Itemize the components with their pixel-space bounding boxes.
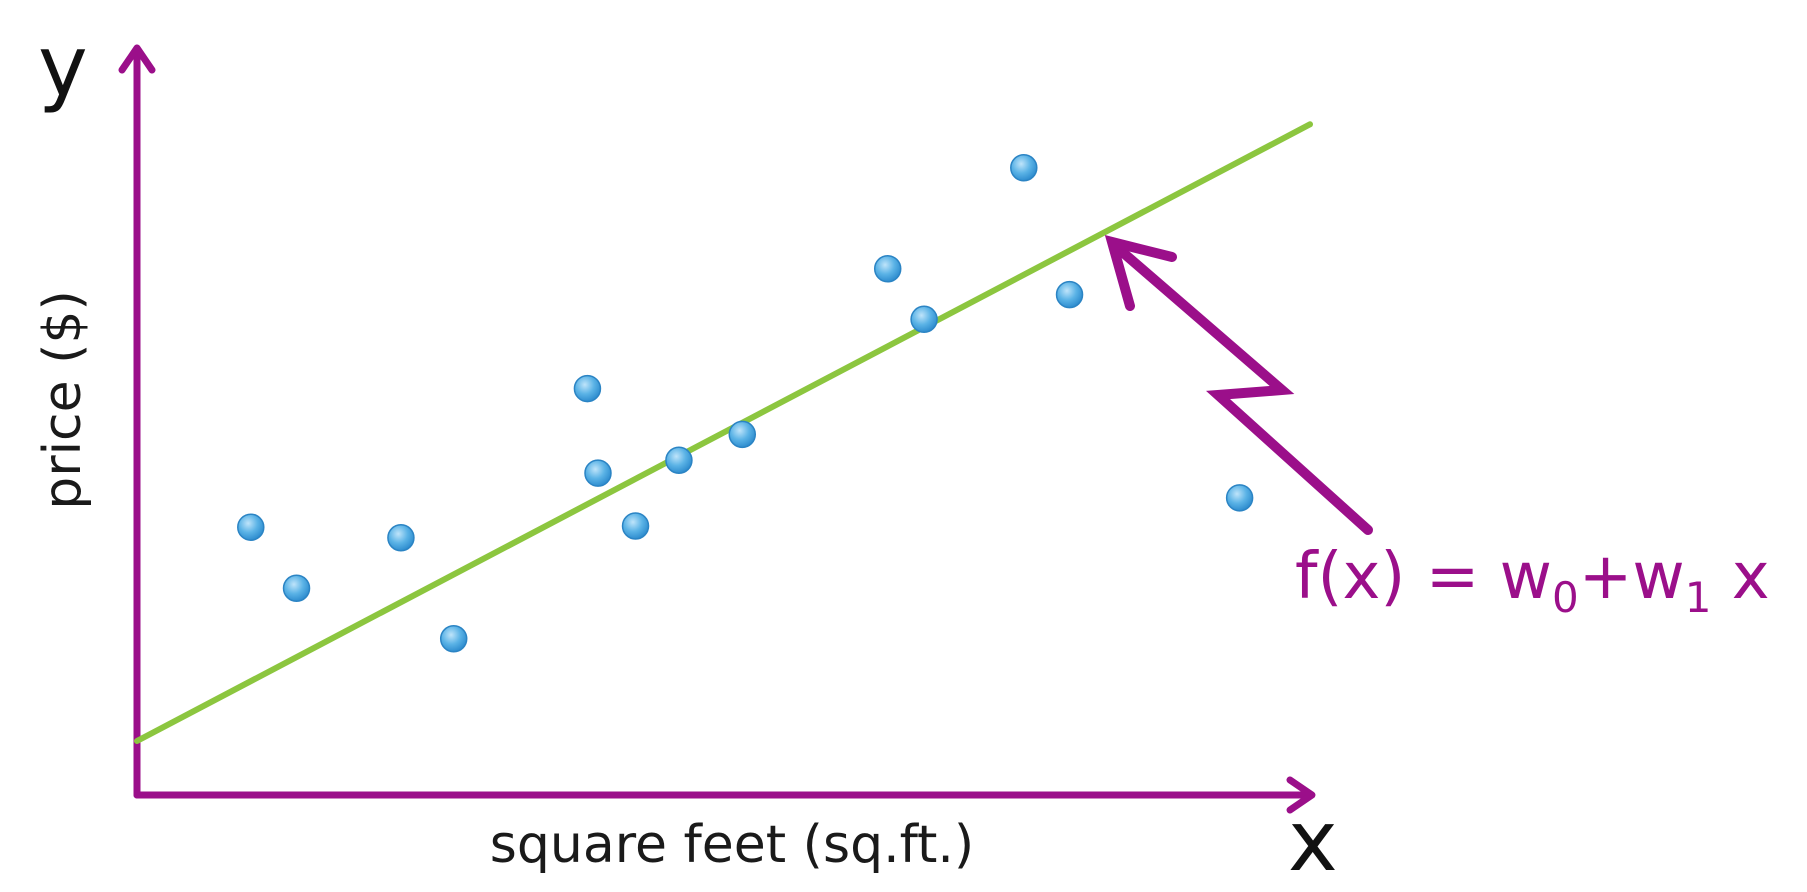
formula-x: x: [1711, 540, 1769, 614]
regression-fit-line: [134, 121, 1313, 744]
formula-subscript-0: 0: [1552, 573, 1579, 622]
zigzag-arrowhead: [1104, 235, 1177, 311]
x-axis-variable: x: [1288, 792, 1338, 890]
data-point-12: [1010, 154, 1038, 182]
annotation-arrow: [1104, 235, 1373, 535]
y-axis-arrowhead: [118, 44, 156, 74]
formula-subscript-1: 1: [1685, 573, 1712, 622]
data-points: [237, 154, 1254, 653]
y-axis-variable: y: [38, 17, 88, 115]
formula-main: f(x) = w: [1295, 540, 1552, 614]
data-point-3: [387, 524, 415, 552]
model-formula: f(x) = w0+w1 x: [1295, 540, 1770, 622]
formula-plus-w: +w: [1579, 540, 1685, 614]
data-point-9: [728, 420, 757, 449]
data-point-6: [584, 459, 612, 487]
zigzag-arrow-shaft: [1115, 245, 1373, 535]
data-point-1: [237, 513, 265, 541]
data-point-4: [439, 625, 468, 653]
data-point-7: [621, 512, 650, 540]
data-point-13: [1055, 280, 1084, 309]
data-point-10: [873, 255, 902, 283]
axes: [118, 44, 1316, 814]
x-axis-label: square feet (sq.ft.): [490, 815, 974, 875]
data-point-2: [282, 574, 311, 603]
y-axis-label: price ($): [33, 290, 93, 510]
data-point-8: [665, 446, 693, 474]
data-point-14: [1225, 484, 1254, 512]
data-point-5: [573, 374, 602, 403]
data-point-11: [910, 305, 938, 334]
x-axis-arrowhead: [1286, 776, 1316, 814]
